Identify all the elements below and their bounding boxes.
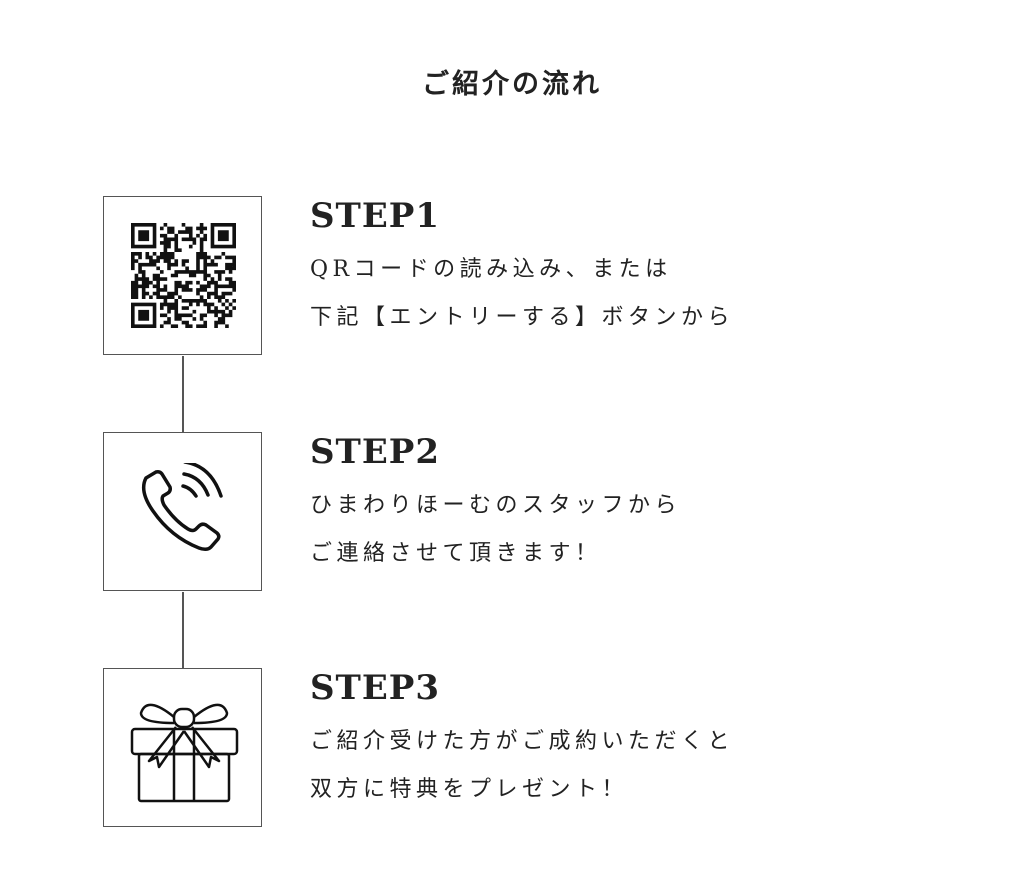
step-description: ご連絡させて頂きます！ [310,541,602,566]
step1-icon-box [103,196,262,355]
step-1: STEP1 QRコードの読み込み、または 下記【エントリーする】ボタンから [310,196,735,342]
phone-icon [141,463,223,552]
step-2: STEP2 ひまわりほーむのスタッフから ご連絡させて頂きます！ [310,432,682,578]
step3-icon-box [103,668,262,827]
step-description: QRコードの読み込み、または [310,257,672,282]
gift-icon [130,703,239,803]
step-label: STEP2 [310,432,440,472]
connector-line [182,592,184,668]
step-label: STEP3 [310,668,440,708]
step-label: STEP1 [310,196,440,236]
step-description: 双方に特典をプレゼント！ [310,777,629,802]
step-description: ひまわりほーむのスタッフから [310,493,682,518]
step-3: STEP3 ご紹介受けた方がご成約いただくと 双方に特典をプレゼント！ [310,668,735,814]
connector-line [182,356,184,432]
page-title: ご紹介の流れ [422,69,602,100]
qr-code-icon [131,223,236,328]
step-description: ご紹介受けた方がご成約いただくと [310,729,735,754]
step-description: 下記【エントリーする】ボタンから [310,305,735,330]
step2-icon-box [103,432,262,591]
